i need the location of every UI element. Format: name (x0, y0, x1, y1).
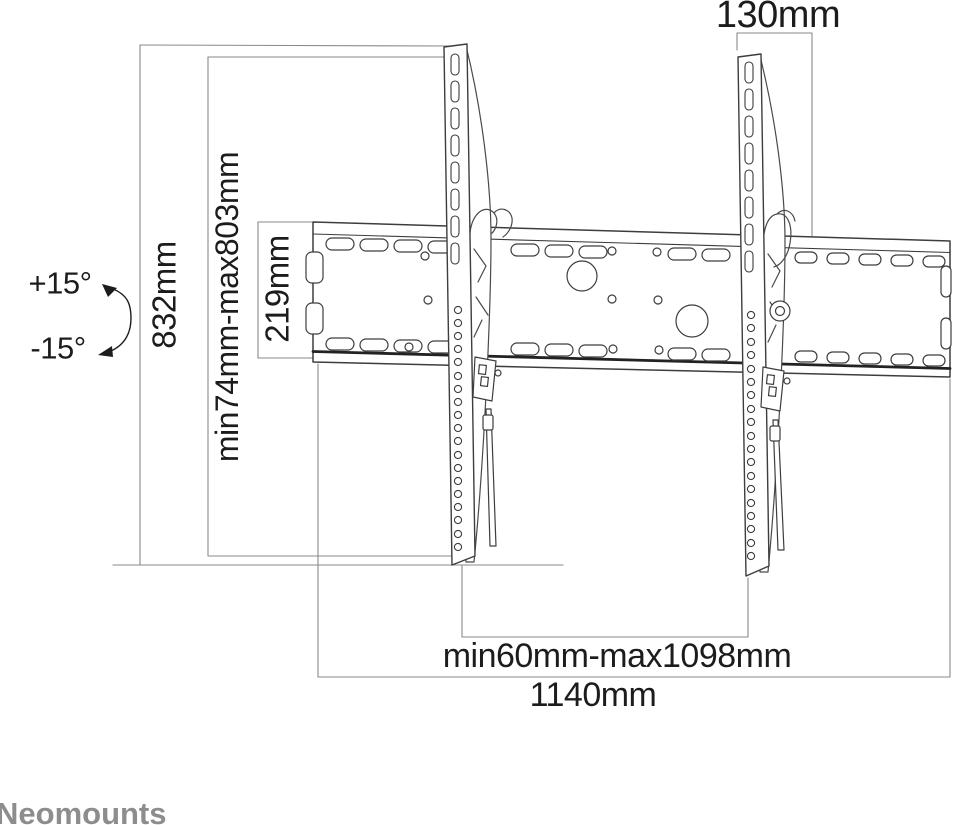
dim-label-vertical-range: min74mm-max803mm (209, 151, 245, 463)
dim-label-1140mm: 1140mm (529, 676, 657, 714)
dim-label-219mm: 219mm (258, 235, 296, 343)
right-bracket-mechanism (760, 366, 791, 551)
dim-horizontal-range-lines (461, 565, 749, 638)
dim-label-horizontal-range: min60mm-max1098mm (442, 637, 792, 675)
right-bracket-holes (746, 310, 756, 561)
plate-left-tab (305, 302, 324, 335)
dimension-lines (112, 32, 951, 678)
left-bracket (443, 43, 513, 566)
dim-vertical-range-lines (207, 56, 453, 557)
tilt-arc (98, 284, 132, 357)
plate-large-hole (675, 304, 709, 338)
dim-1140-lines (317, 363, 951, 678)
tilt-arrow-down-icon (98, 346, 113, 357)
right-bracket-rod (772, 419, 785, 551)
wall-plate (305, 221, 952, 378)
tilt-arrow-up-icon (102, 284, 117, 297)
dim-832-lines (112, 44, 564, 566)
dim-label-832mm: 832mm (145, 241, 183, 349)
plate-right-slot (940, 317, 952, 350)
left-bracket-holes (453, 305, 463, 552)
dim-130-lines (736, 32, 813, 239)
plate-left-tab (305, 251, 324, 284)
plate-right-slot (940, 265, 952, 298)
right-bracket-hook (762, 213, 792, 268)
left-bracket-rod (485, 408, 497, 547)
right-bracket-knob (769, 300, 791, 322)
dim-219-lines (257, 221, 314, 359)
dim-label-130mm: 130mm (715, 0, 841, 36)
right-bracket (737, 53, 796, 577)
tilt-up-label: +15° (28, 265, 92, 301)
brand-logo: Neomounts (0, 796, 167, 825)
tilt-down-label: -15° (30, 330, 86, 366)
left-bracket-mechanism (472, 356, 502, 547)
plate-holes (404, 246, 709, 355)
plate-large-hole (566, 260, 598, 292)
